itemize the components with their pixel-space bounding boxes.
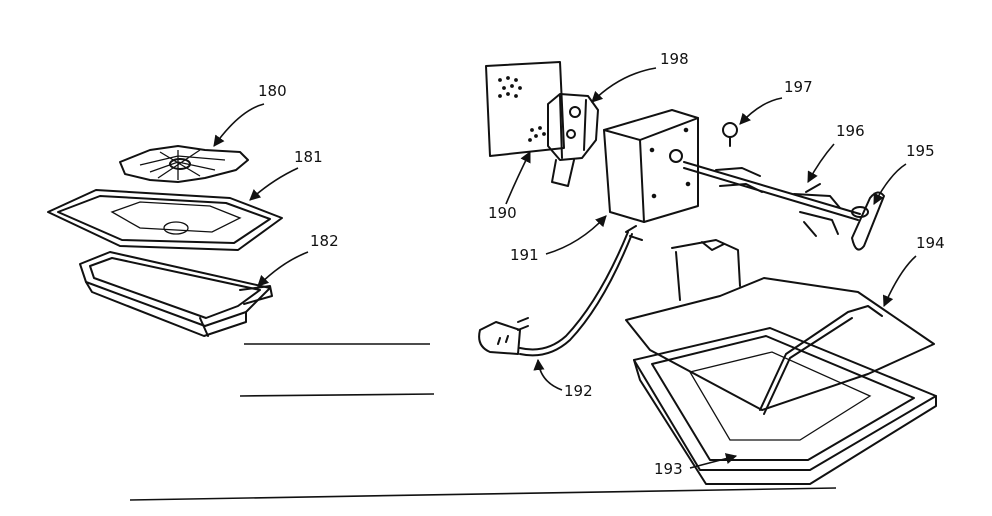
part-196-spit-rod [683, 161, 861, 237]
label-191: 191 [510, 246, 539, 264]
callout-181: 181 [249, 148, 323, 201]
callout-182: 182 [257, 232, 339, 287]
label-197: 197 [784, 78, 813, 96]
label-180: 180 [258, 82, 287, 100]
callout-190: 190 [488, 150, 531, 222]
reference-lines [129, 343, 837, 501]
callout-197: 197 [739, 78, 813, 125]
callout-191: 191 [510, 215, 607, 264]
label-182: 182 [310, 232, 339, 250]
part-192-power-cord [478, 225, 643, 357]
part-191-housing [603, 109, 699, 223]
part-195-handle [851, 191, 885, 251]
label-196: 196 [836, 122, 865, 140]
callout-198: 198 [591, 50, 689, 103]
callout-193: 193 [654, 453, 738, 478]
callout-195: 195 [873, 142, 935, 205]
label-194: 194 [916, 234, 945, 252]
label-181: 181 [294, 148, 323, 166]
part-181-broiler-insert [47, 189, 283, 251]
label-198: 198 [660, 50, 689, 68]
label-193: 193 [654, 460, 683, 478]
label-190: 190 [488, 204, 517, 222]
callout-194: 194 [882, 234, 945, 308]
callout-196: 196 [807, 122, 865, 183]
label-192: 192 [564, 382, 593, 400]
label-195: 195 [906, 142, 935, 160]
part-180-broiler-grate [119, 145, 249, 183]
part-190-mounting-plate [485, 61, 565, 157]
callout-192: 192 [533, 358, 593, 400]
part-197-screw [722, 122, 738, 147]
part-198-motor [547, 93, 599, 187]
callout-180: 180 [213, 82, 287, 147]
part-194-wire-rack [625, 239, 935, 415]
part-193-drip-pan [633, 327, 937, 485]
part-182-broiler-pan [79, 251, 273, 337]
